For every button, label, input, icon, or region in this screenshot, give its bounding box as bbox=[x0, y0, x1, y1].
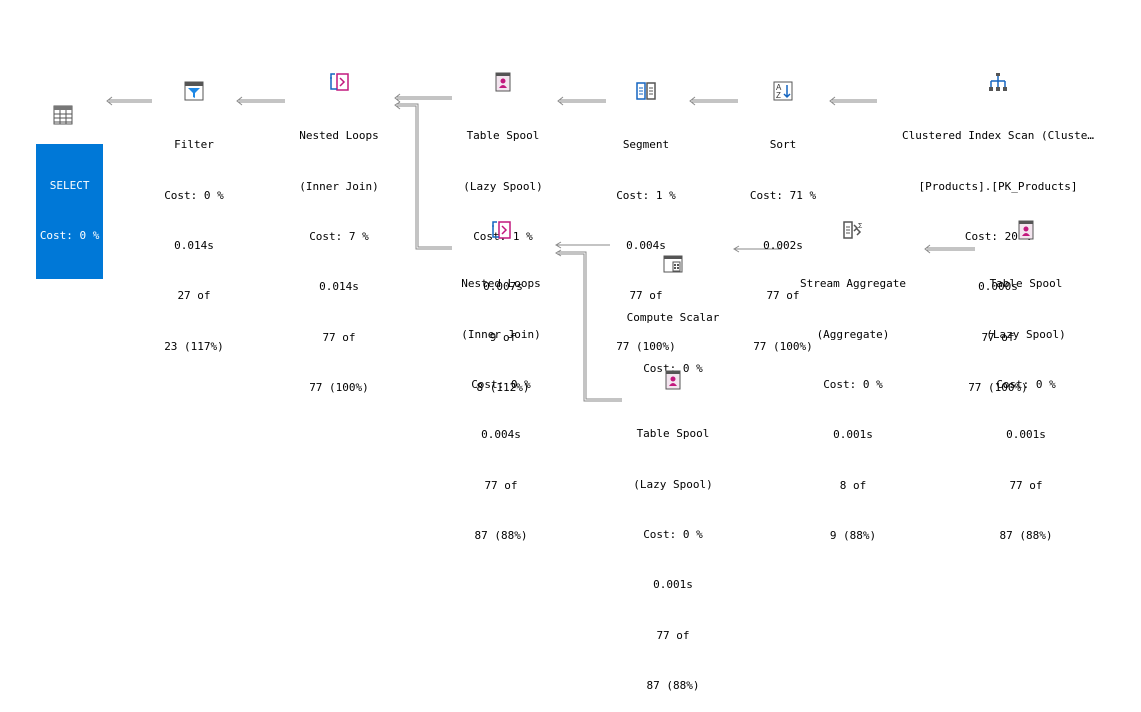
node-line: Clustered Index Scan (Cluste… bbox=[901, 129, 1095, 143]
stream-aggregate-icon: Σ bbox=[843, 220, 863, 239]
node-line: 0.004s bbox=[626, 238, 666, 252]
node-line: Cost: 0 % bbox=[39, 229, 100, 243]
node-line: Cost: 1 % bbox=[616, 188, 676, 202]
node-line: Compute Scalar bbox=[626, 311, 720, 325]
node-line: Cost: 7 % bbox=[309, 229, 369, 243]
node-line: Cost: 0 % bbox=[823, 377, 883, 391]
node-line: 8 of bbox=[839, 478, 867, 492]
edge-stream-compute bbox=[733, 245, 782, 253]
edge-scan-sort bbox=[829, 96, 877, 106]
node-line: 77 of bbox=[981, 330, 1015, 344]
table-spool-icon bbox=[1018, 220, 1034, 240]
node-line: 77 of bbox=[1009, 478, 1043, 492]
edge-spool1-nl1 bbox=[394, 93, 452, 103]
node-line: 9 (88%) bbox=[829, 529, 877, 543]
selected-node-label: SELECT Cost: 0 % bbox=[35, 144, 104, 279]
node-line: Nested Loops bbox=[299, 129, 379, 143]
node-line: 0.001s bbox=[653, 578, 693, 592]
node-line: 0.001s bbox=[1006, 428, 1046, 442]
nested-loops-icon bbox=[330, 72, 349, 91]
plan-node-table-spool-2[interactable]: Table Spool (Lazy Spool) Cost: 0 % 0.001… bbox=[970, 185, 1082, 562]
node-line: 0.004s bbox=[481, 428, 521, 442]
node-line: 0.000s bbox=[978, 280, 1018, 294]
filter-icon bbox=[184, 81, 204, 101]
node-line: 87 (88%) bbox=[474, 529, 528, 543]
node-line: 0.014s bbox=[319, 280, 359, 294]
node-line: SELECT bbox=[49, 178, 90, 192]
node-line: 0.002s bbox=[763, 238, 803, 252]
svg-text:Σ: Σ bbox=[858, 223, 863, 230]
plan-node-table-spool-3[interactable]: Table Spool (Lazy Spool) Cost: 0 % 0.001… bbox=[617, 335, 729, 712]
plan-node-stream-aggregate[interactable]: Σ Stream Aggregate (Aggregate) Cost: 0 %… bbox=[780, 185, 926, 562]
node-line: 23 (117%) bbox=[164, 339, 224, 353]
node-line: 9 of bbox=[489, 330, 517, 344]
node-line: 0.007s bbox=[483, 280, 523, 294]
node-line: 77 of bbox=[484, 478, 518, 492]
plan-node-filter[interactable]: Filter Cost: 0 % 0.014s 27 of 23 (117%) bbox=[148, 46, 240, 372]
node-line: 0.014s bbox=[174, 238, 214, 252]
node-line: 77 of bbox=[322, 330, 356, 344]
node-line: 27 of bbox=[177, 289, 211, 303]
node-line: (Inner Join) bbox=[299, 179, 379, 193]
table-spool-icon bbox=[665, 370, 681, 390]
node-line: 0.001s bbox=[833, 428, 873, 442]
edge-filter-select bbox=[106, 96, 152, 106]
node-line: Cost: 1 % bbox=[473, 229, 533, 243]
node-line: 77 of bbox=[766, 289, 800, 303]
node-line: Cost: 0 % bbox=[471, 377, 531, 391]
plan-node-sort[interactable]: A Z Sort Cost: 71 % 0.002s 77 of 77 (100… bbox=[737, 46, 829, 372]
edge-spool3-nl2 bbox=[555, 249, 622, 402]
sort-icon: A Z bbox=[773, 81, 793, 101]
node-line: 8 (112%) bbox=[476, 381, 530, 395]
node-line: Table Spool bbox=[466, 129, 540, 143]
plan-node-segment[interactable]: Segment Cost: 1 % 0.004s 77 of 77 (100%) bbox=[600, 46, 692, 372]
table-spool-icon bbox=[495, 72, 511, 92]
node-line: (Inner Join) bbox=[461, 327, 541, 341]
node-line: 77 (100%) bbox=[753, 339, 813, 353]
node-line: Cost: 71 % bbox=[749, 188, 817, 202]
node-line: Sort bbox=[769, 138, 797, 152]
edge-sort-segment bbox=[689, 96, 738, 106]
segment-icon bbox=[636, 81, 656, 100]
node-line: [Products].[PK_Products] bbox=[918, 179, 1078, 193]
node-line: (Aggregate) bbox=[816, 327, 890, 341]
node-line: Segment bbox=[622, 138, 670, 152]
node-line: Table Spool bbox=[989, 277, 1063, 291]
node-line: Cost: 0 % bbox=[996, 377, 1056, 391]
plan-node-table-spool-1[interactable]: Table Spool (Lazy Spool) Cost: 1 % 0.007… bbox=[447, 37, 559, 414]
svg-text:Z: Z bbox=[776, 91, 781, 100]
node-line: Cost: 0 % bbox=[164, 188, 224, 202]
node-line: Table Spool bbox=[636, 427, 710, 441]
node-line: 77 (100%) bbox=[309, 381, 369, 395]
plan-connectors bbox=[106, 93, 975, 402]
node-line: 77 (100%) bbox=[616, 339, 676, 353]
node-line: Nested Loops bbox=[461, 277, 541, 291]
edge-segment-spool1 bbox=[557, 96, 606, 106]
node-line: 77 of bbox=[656, 628, 690, 642]
plan-node-select[interactable]: SELECT Cost: 0 % bbox=[20, 70, 106, 279]
node-line: 77 (100%) bbox=[968, 381, 1028, 395]
edge-nl1-filter bbox=[236, 96, 285, 106]
svg-text:A: A bbox=[776, 83, 782, 92]
node-line: 77 of bbox=[629, 289, 663, 303]
edge-nl2-nl1 bbox=[394, 101, 452, 250]
node-line: (Lazy Spool) bbox=[986, 327, 1066, 341]
node-line: (Lazy Spool) bbox=[633, 477, 713, 491]
plan-node-nested-loops-2[interactable]: Nested Loops (Inner Join) Cost: 0 % 0.00… bbox=[445, 185, 557, 562]
edge-spool2-stream bbox=[924, 244, 975, 254]
node-line: (Lazy Spool) bbox=[463, 179, 543, 193]
node-line: 87 (88%) bbox=[646, 679, 700, 693]
select-icon bbox=[53, 105, 73, 125]
compute-scalar-icon bbox=[663, 255, 683, 273]
node-line: 87 (88%) bbox=[999, 529, 1053, 543]
plan-node-nested-loops-1[interactable]: Nested Loops (Inner Join) Cost: 7 % 0.01… bbox=[280, 37, 398, 414]
clustered-index-scan-icon bbox=[989, 72, 1007, 91]
edge-compute-nl2 bbox=[555, 241, 610, 249]
nested-loops-icon bbox=[492, 220, 511, 239]
node-line: Filter bbox=[174, 138, 214, 152]
node-line: Stream Aggregate bbox=[800, 277, 906, 291]
node-line: Cost: 0 % bbox=[643, 527, 703, 541]
